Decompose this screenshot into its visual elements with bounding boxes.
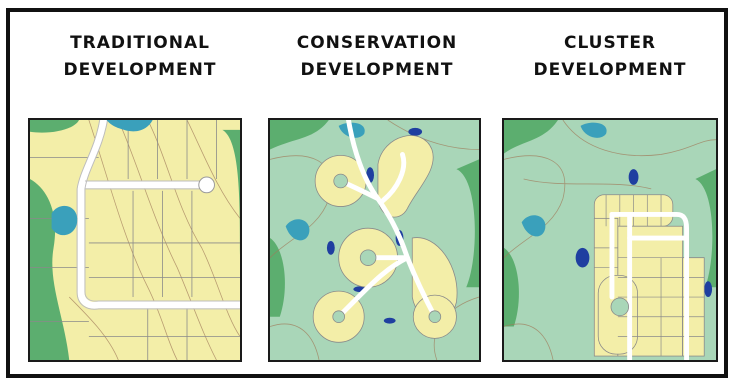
pond-west xyxy=(285,219,310,241)
forest-northwest xyxy=(504,120,558,154)
lots-area xyxy=(30,120,240,360)
title-traditional-line2: DEVELOPMENT xyxy=(63,60,217,80)
title-conservation-line2: DEVELOPMENT xyxy=(300,60,454,80)
forest-east xyxy=(695,169,716,288)
cluster-development-map xyxy=(502,118,718,362)
cluster-commons xyxy=(332,173,442,324)
contour-lines xyxy=(504,120,716,360)
road-edges xyxy=(76,120,240,310)
forest-northwest xyxy=(30,120,80,133)
pond-west xyxy=(51,205,78,236)
pond-west xyxy=(521,215,546,237)
forest-northwest xyxy=(270,120,329,150)
cul-de-sac xyxy=(198,176,215,194)
title-cluster-line1: CLUSTER xyxy=(563,33,657,53)
title-cluster-line2: DEVELOPMENT xyxy=(533,60,687,80)
forest-east xyxy=(222,129,240,258)
forest-west xyxy=(504,247,519,327)
pond-north xyxy=(106,120,153,132)
conservation-map-svg xyxy=(270,120,479,360)
title-conservation: CONSERVATION DEVELOPMENT xyxy=(262,30,492,84)
cluster-common xyxy=(610,297,630,317)
traditional-development-map xyxy=(28,118,242,362)
title-cluster: CLUSTER DEVELOPMENT xyxy=(495,30,725,84)
cluster-map-svg xyxy=(504,120,716,360)
road-network xyxy=(77,120,240,309)
wetlands xyxy=(575,169,713,351)
road-network xyxy=(609,211,690,360)
forest-west xyxy=(270,238,285,317)
forest-west xyxy=(30,179,70,360)
title-conservation-line1: CONSERVATION xyxy=(296,33,458,53)
lot-lines xyxy=(30,120,240,360)
conservation-development-map xyxy=(268,118,481,362)
contour-lines xyxy=(68,120,240,360)
forest-east xyxy=(456,159,479,288)
pond-north xyxy=(580,122,607,138)
traditional-map-svg xyxy=(30,120,240,360)
title-traditional-line1: TRADITIONAL xyxy=(70,33,210,53)
title-traditional: TRADITIONAL DEVELOPMENT xyxy=(25,30,255,84)
